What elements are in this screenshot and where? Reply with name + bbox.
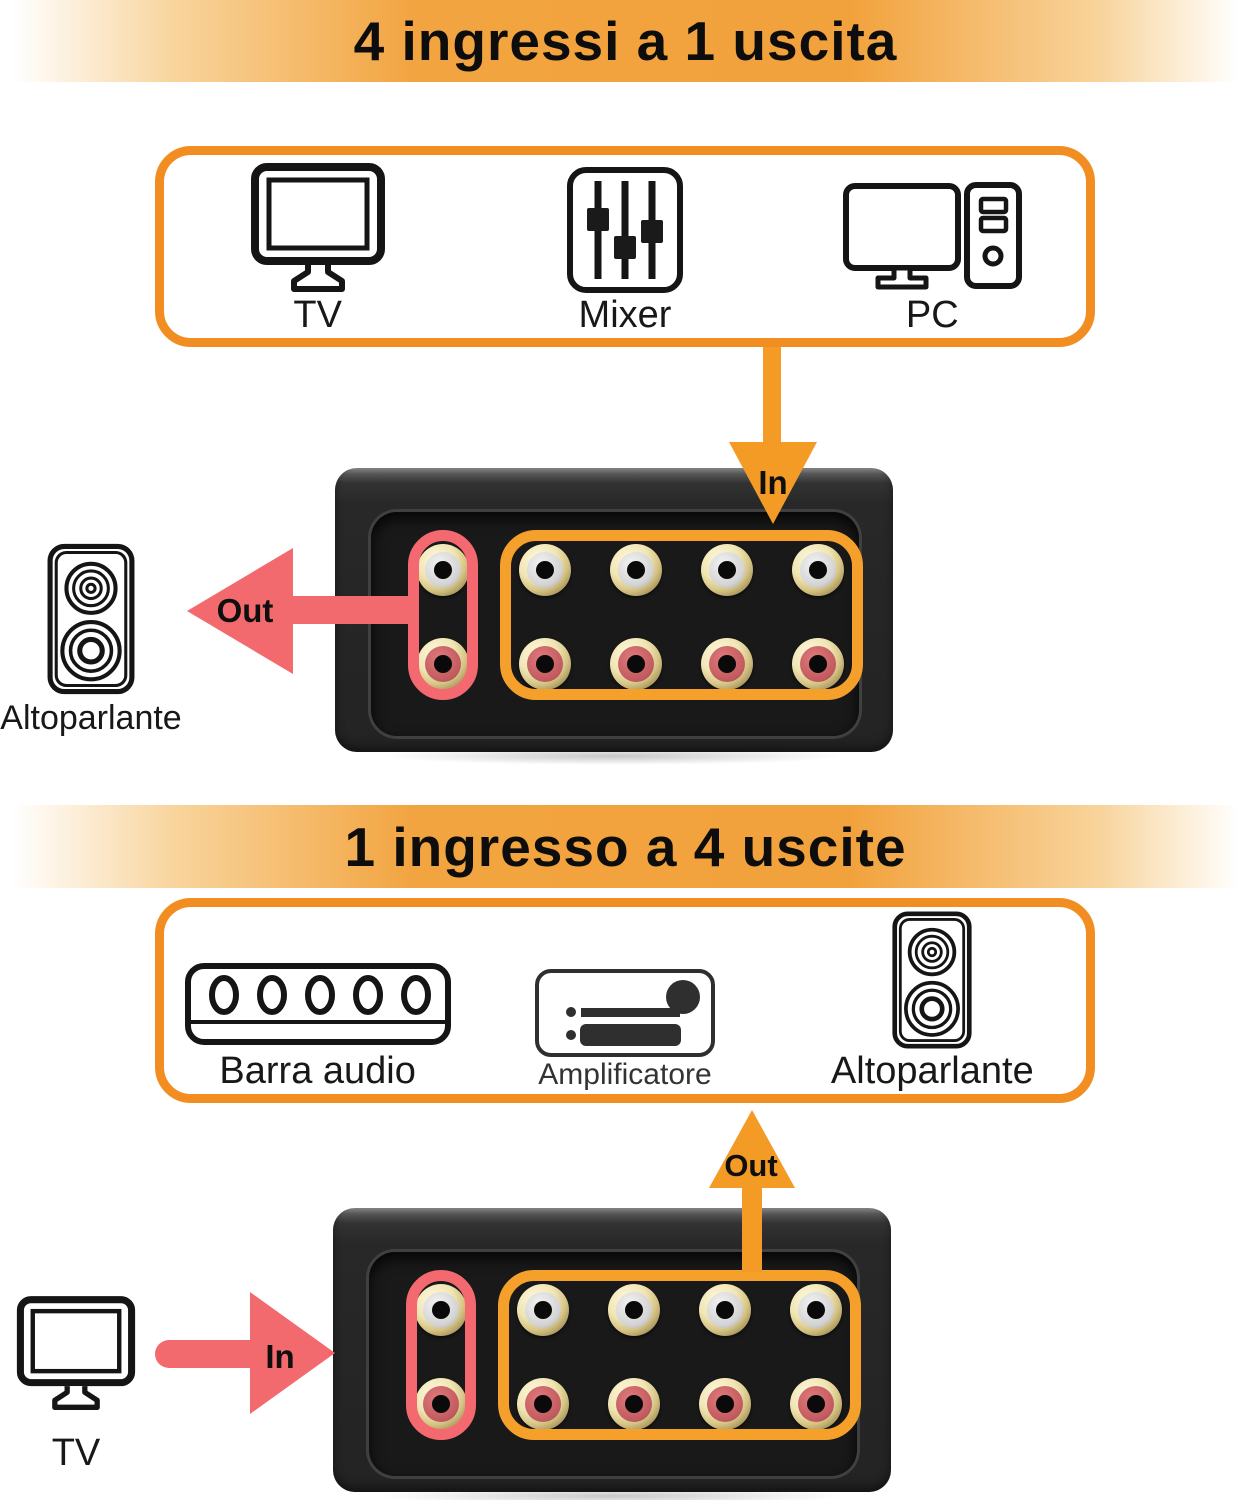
input-arrow-label: In [758,464,788,501]
rca-switcher-device-2 [333,1208,891,1500]
source-cell-pc: PC [779,155,1086,338]
rca-jack-in2-red [610,638,662,690]
source-label-tv: TV [293,294,342,336]
output-cell-amplifier: Amplificatore [471,907,778,1094]
rca-jack-out2-white [608,1284,660,1336]
device1-output-outline [408,530,478,700]
section1-title-banner: 4 ingressi a 1 uscita [0,0,1251,82]
input-arrow-label-2: In [265,1338,295,1375]
input-arrow-shaft [763,347,781,444]
rca-jack-in3-white [701,544,753,596]
section1-title: 4 ingressi a 1 uscita [353,10,898,72]
output-arrow-head-2 [709,1110,795,1188]
input-arrow-head [729,442,817,524]
rca-jack-out2-red [608,1378,660,1430]
device2-input-outline [406,1270,476,1440]
pc-icon [843,182,1023,290]
speaker-label: Altoparlante [0,699,182,737]
tv-icon [16,1296,136,1410]
source-label-mixer: Mixer [578,294,672,336]
rca-jack-out4-white [790,1284,842,1336]
section2-outputs-box: Barra audio Amplificatore [155,898,1095,1103]
output-arrow-label: Out [216,592,274,629]
source-cell-tv: TV [164,155,471,338]
output-label-amplifier: Amplificatore [538,1058,712,1091]
output-arrow-shaft-2 [742,1186,762,1272]
tv-label: TV [51,1432,101,1474]
input-arrow-shaft-2 [155,1340,252,1368]
output-arrow-label-2: Out [724,1148,778,1183]
source-cell-mixer: Mixer [471,155,778,338]
soundbar-icon [184,963,451,1045]
rca-switcher-device-1 [335,468,893,765]
amplifier-icon [534,969,715,1057]
rca-jack-out3-white [699,1284,751,1336]
output-label-soundbar: Barra audio [219,1050,416,1092]
section2-title: 1 ingresso a 4 uscite [344,815,907,878]
output-cell-soundbar: Barra audio [164,907,471,1094]
output-label-speaker: Altoparlante [830,1050,1034,1092]
tv-icon [250,163,385,292]
output-arrow-head [187,548,293,674]
rca-jack-out3-red [699,1378,751,1430]
speaker-icon [892,911,972,1049]
speaker-icon [47,543,135,695]
rca-jack-in3-red [701,638,753,690]
output-cell-speaker: Altoparlante [779,907,1086,1094]
rca-jack-in4-white [792,544,844,596]
section2-title-banner: 1 ingresso a 4 uscite [0,805,1251,888]
source-label-pc: PC [905,294,959,336]
section1-sources-box: TV Mixer PC [155,146,1095,347]
mixer-icon [566,167,683,293]
output-arrow-shaft [290,596,409,624]
device1-input-outline [500,530,863,700]
input-arrow-head-2 [250,1292,335,1414]
rca-jack-in2-white [610,544,662,596]
device2-output-outline [498,1270,861,1440]
